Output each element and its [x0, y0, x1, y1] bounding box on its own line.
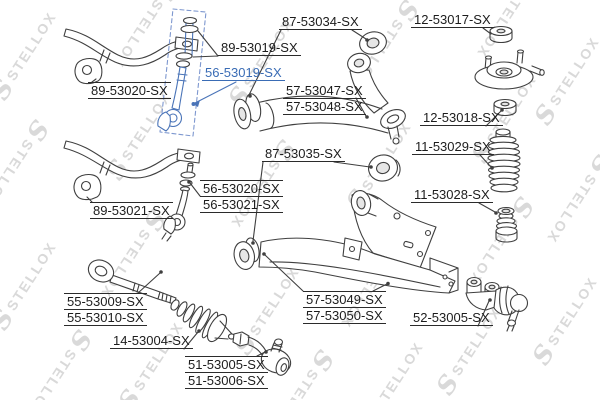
part-label-strut-washer-upper[interactable]: 12-53017-SX	[411, 12, 494, 28]
part-label-lower-arm-right[interactable]: 57-53050-SX	[303, 308, 386, 324]
part-label-tie-rod-end-right[interactable]: 51-53006-SX	[185, 373, 268, 389]
steering-rack-boot	[170, 299, 236, 343]
part-label-upper-arm-left[interactable]: 57-53047-SX	[283, 83, 366, 99]
part-label-inner-tie-rod-right[interactable]: 55-53010-SX	[64, 310, 147, 326]
part-label-lower-arm-left[interactable]: 57-53049-SX	[303, 291, 386, 308]
rear-stabilizer-bushing	[73, 173, 102, 201]
rear-stabilizer-bar	[63, 140, 201, 179]
inner-tie-rod	[87, 259, 177, 305]
part-label-stabilizer-link-selected[interactable]: 56-53019-SX	[202, 65, 285, 81]
upper-control-arm	[233, 31, 406, 145]
stabilizer-link-selected[interactable]	[157, 8, 207, 137]
part-label-link-washer-kit[interactable]: 89-53019-SX	[218, 40, 301, 56]
part-label-steering-boot[interactable]: 14-53004-SX	[110, 333, 193, 349]
bump-stop	[495, 206, 518, 243]
part-label-upper-arm-right[interactable]: 57-53048-SX	[283, 99, 366, 115]
part-label-rear-stab-bushing[interactable]: 89-53021-SX	[90, 202, 173, 219]
shock-dust-boot	[487, 128, 521, 193]
part-label-tie-rod-end-left[interactable]: 51-53005-SX	[185, 356, 268, 373]
part-label-bump-stop[interactable]: 11-53028-SX	[411, 187, 493, 203]
part-label-upper-arm-group: 57-53047-SX 57-53048-SX	[283, 83, 366, 115]
part-label-lower-arm-group: 57-53049-SX 57-53050-SX	[303, 291, 386, 324]
part-label-inner-tie-rod-group: 55-53009-SX 55-53010-SX	[64, 293, 147, 326]
part-label-rear-link-group: 56-53020-SX 56-53021-SX	[200, 180, 283, 213]
tie-rod-end	[232, 331, 292, 376]
part-label-upper-arm-bushing[interactable]: 87-53034-SX	[279, 14, 362, 30]
rear-stabilizer-link	[161, 162, 196, 242]
part-label-front-stab-bushing[interactable]: 89-53020-SX	[88, 82, 171, 99]
part-label-lower-arm-bushing[interactable]: 87-53035-SX	[262, 146, 345, 162]
strut-mount-assembly	[474, 25, 545, 117]
part-label-rear-link-left[interactable]: 56-53020-SX	[200, 180, 283, 197]
part-label-dust-boot[interactable]: 11-53029-SX	[412, 139, 494, 155]
leader-lines	[86, 27, 504, 357]
part-label-strut-washer-lower[interactable]: 12-53018-SX	[420, 110, 503, 126]
part-label-rear-link-right[interactable]: 56-53021-SX	[200, 197, 283, 213]
part-label-ball-joint[interactable]: 52-53005-SX	[410, 310, 493, 326]
part-label-tie-rod-end-group: 51-53005-SX 51-53006-SX	[185, 356, 268, 389]
front-stabilizer-bushing	[74, 57, 103, 85]
lower-ball-joint	[465, 276, 529, 332]
part-label-inner-tie-rod-left[interactable]: 55-53009-SX	[64, 293, 147, 310]
lower-control-arm	[233, 154, 459, 294]
